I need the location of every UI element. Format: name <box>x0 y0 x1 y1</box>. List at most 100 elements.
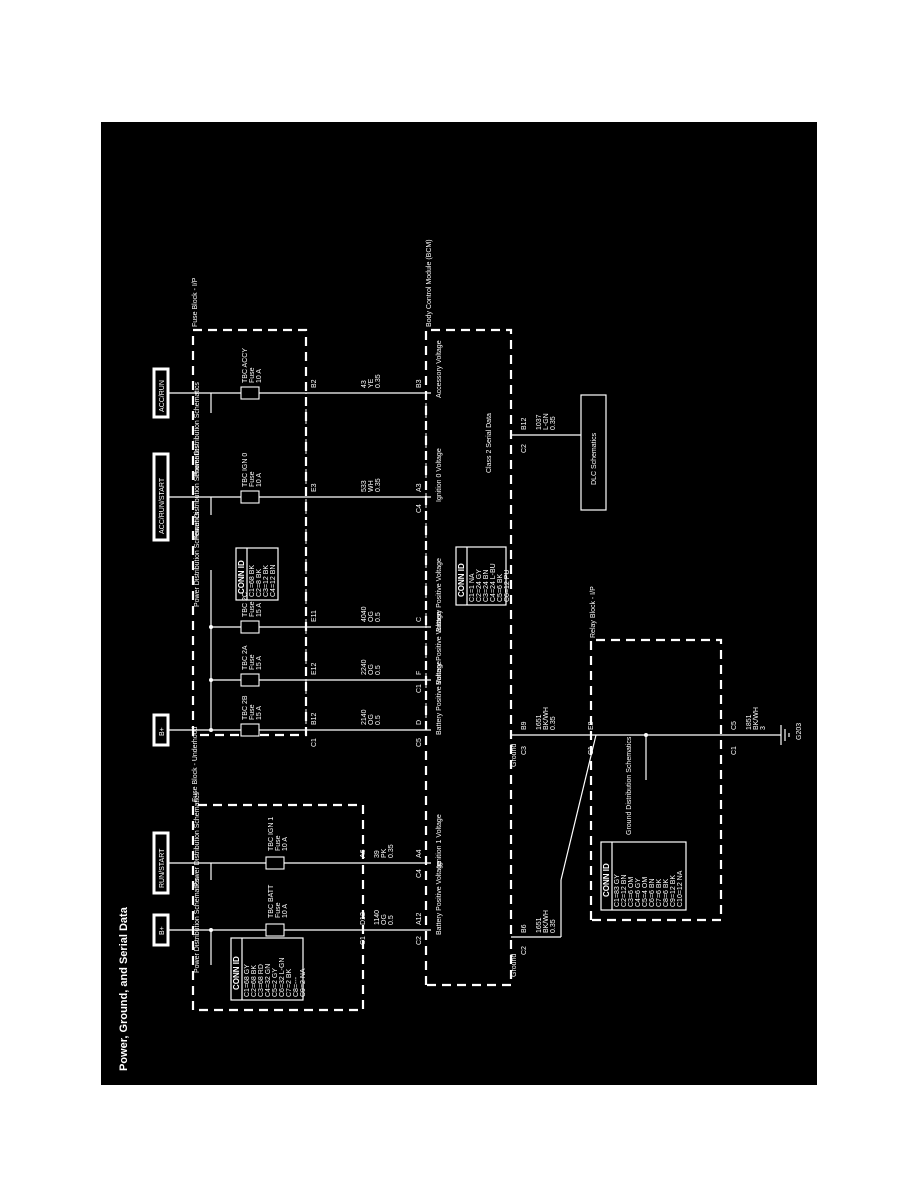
fuse-block-underhood-label: Fuse Block - Underhood <box>192 726 199 802</box>
w1-color: OG <box>381 914 388 925</box>
conn-id-bcm-4: C5=6 BK <box>497 573 504 602</box>
fuse-block-ip-label: Fuse Block - I/P <box>192 277 199 327</box>
pin-e3: E3 <box>311 483 318 492</box>
fuse-tbc-2a-amps: 15 A <box>256 656 263 670</box>
pin-f: F <box>416 671 423 675</box>
conn-id-bcm-1: C2=24 GY <box>476 569 483 602</box>
fn-bpv-4: Battery Positive Voltage <box>436 558 443 632</box>
splice-dot <box>209 728 213 732</box>
g2-circuit: 1651 <box>536 714 543 730</box>
w7-size: 0.35 <box>375 374 382 388</box>
fuse-tbc-batt <box>265 923 285 937</box>
pd-ref-5: Power Distribution Schematics <box>194 382 201 477</box>
gd-ref: Ground Distribution Schematics <box>626 736 633 835</box>
fuse-tbc-ign0-name: TBC IGN 0 <box>242 453 249 487</box>
conn-id-ip-heading: CONN ID <box>237 560 246 594</box>
pin-c2-a: C2 <box>416 936 423 945</box>
pin-c4-a: C4 <box>416 869 423 878</box>
fuse-tbc-ign0-amps: 10 A <box>256 473 263 487</box>
w8-size: 0.35 <box>550 416 557 430</box>
conn-id-relay-heading: CONN ID <box>602 863 611 897</box>
fuse-tbc-ign1 <box>265 856 285 870</box>
pin-b12: B12 <box>311 712 318 725</box>
w5-size: 0.5 <box>375 612 382 622</box>
fuse-tbc-batt-name: TBC BATT <box>268 884 275 918</box>
w1-size: 0.5 <box>388 915 395 925</box>
fn-ign0: Ignition 0 Voltage <box>436 448 443 502</box>
w3-size: 0.5 <box>375 715 382 725</box>
w1-circuit: 1140 <box>374 910 381 925</box>
source-b-plus-1-label: B+ <box>159 926 166 935</box>
pin-b9: B9 <box>521 721 528 730</box>
pin-a4: A4 <box>416 849 423 858</box>
fuse-tbc-2c <box>240 620 260 634</box>
fuse-tbc-ign0-label: Fuse <box>249 471 256 487</box>
fuse-tbc-2a <box>240 673 260 687</box>
relay-block-label: Relay Block - I/P <box>590 586 597 638</box>
pin-c2-c: C2 <box>521 946 528 955</box>
conn-id-bcm-5: C6=12 PU <box>504 570 511 603</box>
w2-size: 0.35 <box>388 844 395 858</box>
pin-a3: A3 <box>416 483 423 492</box>
ground-point-label: G203 <box>796 723 803 740</box>
relay-block-box <box>589 638 723 922</box>
fuse-tbc-ign1-amps: 10 A <box>282 837 289 851</box>
conn-id-bcm-0: C1=1 NA <box>469 573 476 602</box>
fuse-tbc-ign0 <box>240 490 260 504</box>
w6-size: 0.35 <box>375 478 382 492</box>
pin-b2: B2 <box>311 379 318 388</box>
pin-a12: A12 <box>416 912 423 925</box>
pin-e8: E8 <box>588 721 595 730</box>
conn-id-underhood-heading: CONN ID <box>232 956 241 990</box>
conn-id-underhood-5: C6=32 L-GN <box>279 958 286 998</box>
fuse-tbc-accy-amps: 10 A <box>256 369 263 383</box>
pin-c1-e: C1 <box>731 746 738 755</box>
g3-size: 3 <box>760 726 767 730</box>
conn-id-bcm-heading: CONN ID <box>457 563 466 597</box>
w6-color: WH <box>368 480 375 492</box>
g1-size: 0.35 <box>550 919 557 933</box>
g3-color: BK/WH <box>753 707 760 730</box>
fuse-tbc-2b-amps: 15 A <box>256 706 263 720</box>
conn-id-relay-7: C8=6 BK <box>663 878 670 907</box>
pin-b6: B6 <box>521 924 528 933</box>
w8-color: L-GN <box>543 413 550 430</box>
g3-circuit: 1851 <box>746 714 753 730</box>
fn-accy: Accessory Voltage <box>436 340 443 398</box>
pin-d12: D12 <box>360 912 367 925</box>
page-title: Power, Ground, and Serial Data <box>118 906 130 1071</box>
conn-id-underhood-1: C2=68 BK <box>251 965 258 997</box>
pin-c4-b: C4 <box>416 504 423 513</box>
source-run-start-label: RUN/START <box>159 848 166 888</box>
conn-id-ip-2: C3=12 BK <box>263 565 270 597</box>
fuse-tbc-2c-label: Fuse <box>249 601 256 617</box>
pin-c5-b: C5 <box>731 721 738 730</box>
conn-id-relay-0: C1=83 GY <box>614 874 621 907</box>
fuse-tbc-2c-name: TBC 2C <box>242 592 249 617</box>
conn-id-relay-1: C2=12 BN <box>621 875 628 908</box>
w3-circuit: 2140 <box>361 709 368 725</box>
fuse-tbc-2a-label: Fuse <box>249 654 256 670</box>
fuse-tbc-batt-label: Fuse <box>275 902 282 918</box>
source-acc-run-start-label: ACC/RUN/START <box>159 477 166 534</box>
conn-id-underhood-8: C9=2 NA <box>300 968 307 997</box>
w4-size: 0.5 <box>375 665 382 675</box>
w8-circuit: 1037 <box>536 414 543 430</box>
fuse-block-underhood-box <box>191 803 365 1012</box>
bcm-label: Body Control Module (BCM) <box>426 239 433 327</box>
pin-e12: E12 <box>311 662 318 675</box>
fn-class2: Class 2 Serial Data <box>486 413 493 473</box>
conn-id-bcm-2: C3=24 BN <box>483 570 490 603</box>
dlc-label: DLC Schematics <box>591 432 598 485</box>
fuse-tbc-ign1-label: Fuse <box>275 835 282 851</box>
fn-bpv-1: Battery Positive Voltage <box>436 861 443 935</box>
fuse-tbc-2a-name: TBC 2A <box>242 645 249 670</box>
conn-id-ip-3: C4=12 BN <box>270 565 277 598</box>
conn-id-underhood-4: C5=2 GY <box>272 968 279 997</box>
bcm-box <box>424 328 513 987</box>
w5-circuit: 4040 <box>361 606 368 622</box>
dlc-box <box>580 394 607 511</box>
conn-id-underhood-6: C7=2 BK <box>286 968 293 997</box>
fn-bpv-2: Battery Positive Voltage <box>436 661 443 735</box>
conn-id-ip-1: C2=8 BK <box>256 568 263 597</box>
